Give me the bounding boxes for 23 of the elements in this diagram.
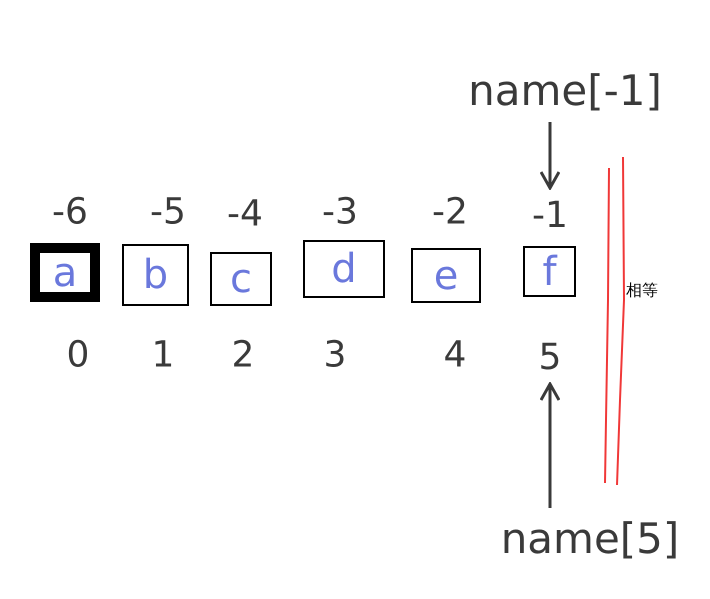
index-text: -1	[520, 192, 580, 238]
arrow	[540, 122, 560, 190]
arrow	[540, 382, 560, 508]
equal-note: 相等	[626, 280, 658, 302]
index-number: 1	[152, 334, 174, 376]
letter-box: a	[30, 243, 100, 302]
index-number: -6	[52, 192, 88, 232]
letter-box: f	[523, 246, 576, 297]
code-label: name[5]	[495, 512, 685, 564]
index-number: -3	[322, 192, 358, 232]
index-number: -5	[150, 192, 186, 232]
index-number: 0	[66, 334, 90, 376]
letter-box: e	[411, 248, 481, 303]
index-number: 2	[232, 334, 254, 376]
index-number: 3	[324, 334, 346, 376]
index-text: 5	[525, 334, 575, 380]
letter-box: c	[210, 252, 272, 306]
letter-box: b	[122, 244, 189, 306]
letter-box: d	[303, 240, 385, 298]
code-label: name[-1]	[470, 62, 660, 118]
index-number: 4	[444, 334, 466, 376]
index-number: -4	[227, 194, 263, 234]
index-number: -2	[432, 192, 468, 232]
